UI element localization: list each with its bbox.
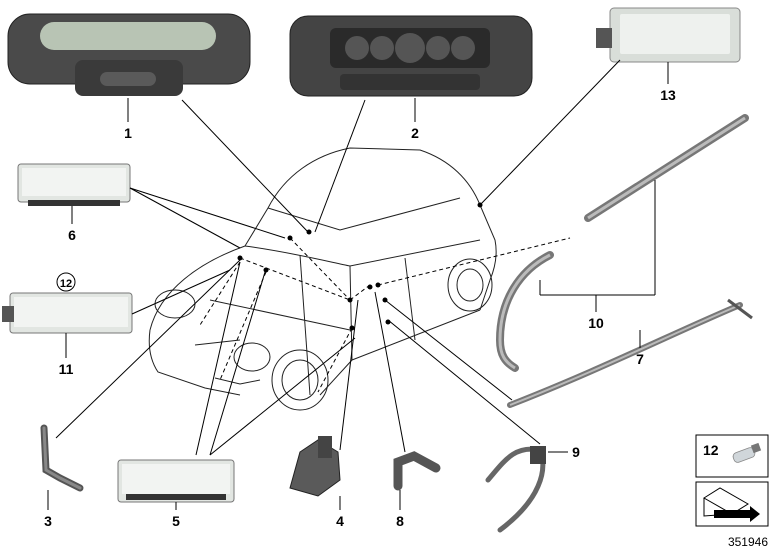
interior-lamp-icon-5 bbox=[117, 459, 235, 503]
part-label-8: 8 bbox=[396, 513, 404, 529]
dashed-link-lines bbox=[199, 237, 571, 393]
part-label-7: 7 bbox=[636, 351, 644, 367]
bracket-icon-4 bbox=[289, 436, 341, 497]
leader-lines bbox=[47, 59, 669, 510]
bulb-icon bbox=[732, 442, 762, 463]
overhead-console-icon bbox=[7, 13, 251, 96]
part-label-6: 6 bbox=[68, 227, 76, 243]
light-strip-icon-10 bbox=[495, 114, 749, 372]
part-label-1: 1 bbox=[124, 125, 132, 141]
legend-box-12: 12 bbox=[695, 434, 769, 478]
part-label-10: 10 bbox=[588, 315, 604, 331]
document-number: 351946 bbox=[728, 535, 768, 549]
part-label-9: 9 bbox=[572, 444, 580, 460]
light-strip-icon-7 bbox=[507, 298, 753, 408]
connector-icon-8 bbox=[393, 451, 441, 491]
part-label-3: 3 bbox=[44, 513, 52, 529]
part-label-12: 12 bbox=[60, 278, 72, 290]
car-outline bbox=[148, 147, 497, 411]
cable-icon-3 bbox=[40, 424, 84, 492]
interior-lamp-icon-6 bbox=[17, 163, 131, 206]
legend-box-arrow bbox=[695, 481, 769, 527]
part-label-4: 4 bbox=[336, 513, 344, 529]
cable-icon-9 bbox=[485, 446, 546, 533]
interior-lamp-icon-13 bbox=[596, 7, 741, 63]
part-labels: 1 2 13 6 12 11 3 5 4 8 9 10 7 bbox=[44, 87, 676, 529]
interior-lamp-icon-11 bbox=[2, 292, 133, 334]
connection-dots bbox=[237, 202, 483, 331]
legend-label-12: 12 bbox=[703, 442, 719, 458]
part-label-2: 2 bbox=[411, 125, 419, 141]
switch-panel-icon bbox=[289, 15, 533, 97]
part-label-11: 11 bbox=[59, 361, 74, 377]
part-label-5: 5 bbox=[172, 513, 180, 529]
part-label-13: 13 bbox=[660, 87, 676, 103]
arrow-icon bbox=[703, 487, 760, 522]
part-12-callout-circle bbox=[56, 272, 76, 292]
